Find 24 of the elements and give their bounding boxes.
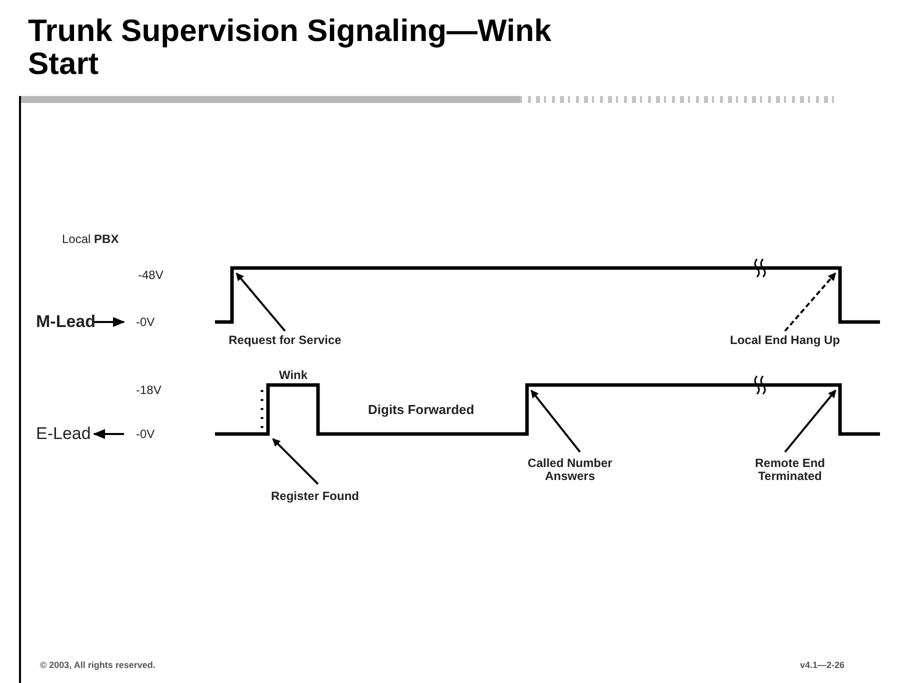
callout-text: Called Number Answers: [505, 457, 635, 483]
leader-line: [236, 272, 286, 332]
voltage-label: -48V: [138, 268, 164, 282]
lead-label: M-Lead: [36, 312, 96, 332]
leader-line: [272, 438, 319, 485]
lead-label: E-Lead: [36, 424, 91, 444]
callout-text: Remote End Terminated: [730, 457, 850, 483]
signal-label: Digits Forwarded: [368, 402, 474, 417]
slide-number: v4.1—2-26: [800, 660, 845, 670]
leader-line: [784, 272, 836, 332]
leader-line: [530, 390, 581, 453]
voltage-label: -18V: [136, 383, 162, 397]
callout-text: Request for Service: [225, 334, 345, 347]
signal-label: Wink: [279, 368, 308, 382]
callout-text: Local End Hang Up: [725, 334, 845, 347]
slide-title: Trunk Supervision Signaling—Wink Start: [28, 14, 552, 80]
signal-waveform: [215, 266, 880, 324]
voltage-label: -0V: [136, 427, 155, 441]
callout-text: Register Found: [250, 490, 380, 503]
signal-waveform: [215, 383, 880, 436]
copyright-note: © 2003, All rights reserved.: [40, 660, 156, 670]
group-heading: Local PBX: [62, 232, 119, 246]
voltage-label: -0V: [136, 315, 155, 329]
leader-line: [784, 390, 836, 453]
